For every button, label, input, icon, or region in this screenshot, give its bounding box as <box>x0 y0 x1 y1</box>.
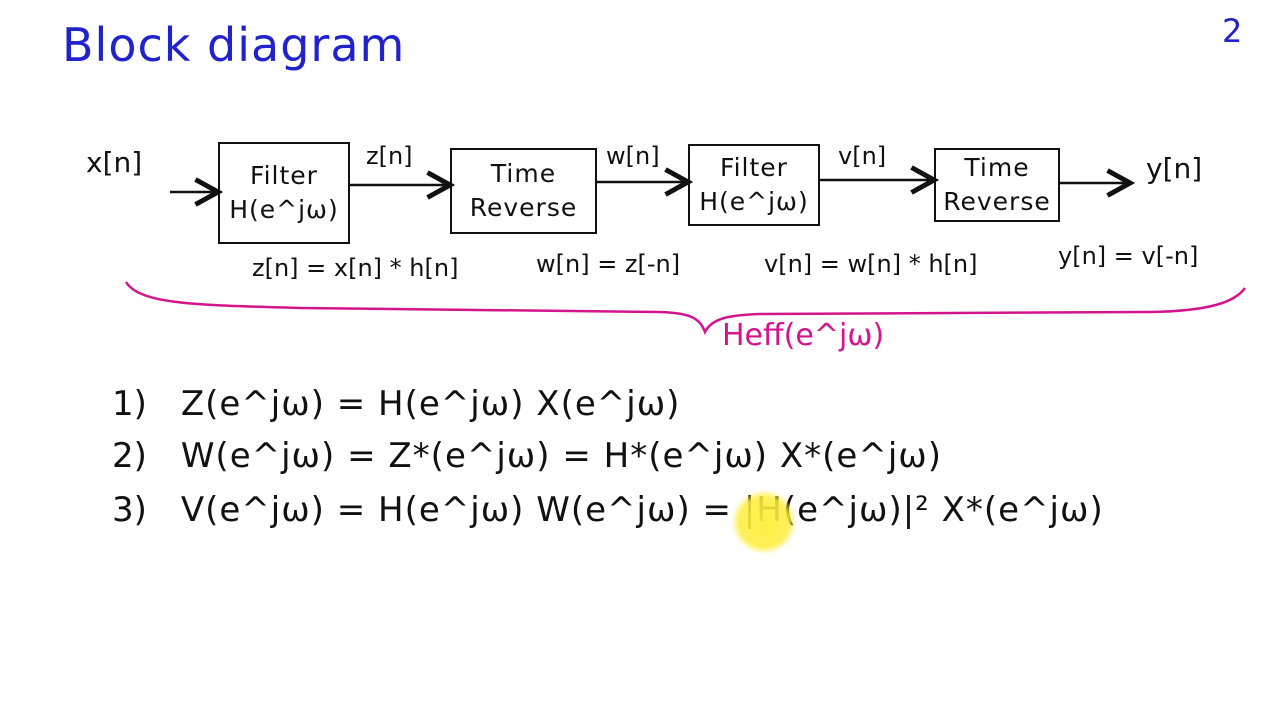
brace <box>124 281 1247 336</box>
block-filter-2-line1: Filter <box>720 153 788 182</box>
block-time-reverse-1: Time Reverse <box>450 148 597 234</box>
page-number: 2 <box>1222 12 1243 50</box>
relation-y: y[n] = v[-n] <box>1058 242 1199 270</box>
output-signal-label: y[n] <box>1146 152 1203 185</box>
equation-1-number: 1) <box>112 384 147 424</box>
equation-3-text: V(e^jω) = H(e^jω) W(e^jω) = |H(e^jω)|² X… <box>180 490 1104 530</box>
brace-label: Heff(e^jω) <box>722 318 885 353</box>
block-time-reverse-1-line2: Reverse <box>469 193 578 222</box>
equation-1: 1) Z(e^jω) = H(e^jω) X(e^jω) <box>112 384 680 424</box>
signal-z: z[n] <box>366 142 413 170</box>
signal-w: w[n] <box>606 142 660 170</box>
equation-2-text: W(e^jω) = Z*(e^jω) = H*(e^jω) X*(e^jω) <box>180 436 943 476</box>
block-filter-1-line1: Filter <box>250 161 318 190</box>
relation-w: w[n] = z[-n] <box>536 250 681 278</box>
relation-z: z[n] = x[n] * h[n] <box>252 254 459 282</box>
block-time-reverse-1-line1: Time <box>490 159 557 188</box>
equation-2-number: 2) <box>112 436 147 476</box>
block-filter-2-line2: H(e^jω) <box>699 187 809 216</box>
relation-v: v[n] = w[n] * h[n] <box>764 250 978 278</box>
equation-1-text: Z(e^jω) = H(e^jω) X(e^jω) <box>180 384 681 424</box>
block-time-reverse-2-line2: Reverse <box>943 187 1051 216</box>
block-time-reverse-2: Time Reverse <box>934 148 1060 222</box>
block-filter-1-line2: H(e^jω) <box>229 195 339 224</box>
input-signal-label: x[n] <box>86 146 143 179</box>
signal-v: v[n] <box>838 142 887 170</box>
page-title: Block diagram <box>62 18 406 72</box>
block-filter-1: Filter H(e^jω) <box>218 142 350 244</box>
block-time-reverse-2-line1: Time <box>964 153 1030 182</box>
equation-3: 3) V(e^jω) = H(e^jω) W(e^jω) = |H(e^jω)|… <box>112 490 1104 530</box>
block-filter-2: Filter H(e^jω) <box>688 144 820 226</box>
equation-3-number: 3) <box>112 490 147 530</box>
cursor-highlight <box>732 490 796 554</box>
equation-2: 2) W(e^jω) = Z*(e^jω) = H*(e^jω) X*(e^jω… <box>112 436 942 476</box>
